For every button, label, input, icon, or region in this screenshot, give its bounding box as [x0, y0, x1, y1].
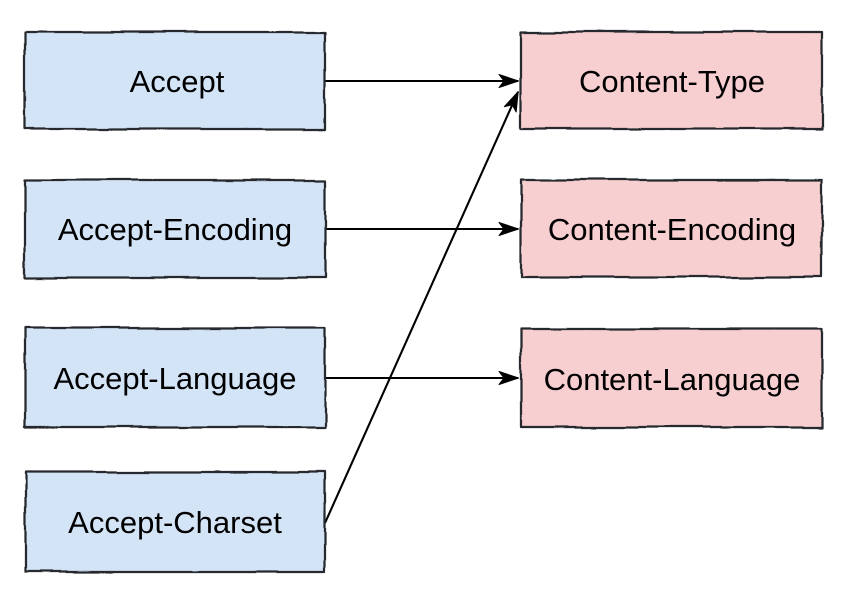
node-accept-charset-box [23, 470, 327, 574]
node-accept-charset-label: Accept-Charset [68, 505, 282, 540]
arrow-accept-charset-to-content-type [324, 91, 519, 524]
node-content-language: Content-Language [519, 327, 824, 429]
node-accept-label: Accept [130, 64, 225, 99]
node-accept-encoding-label: Accept-Encoding [58, 212, 292, 247]
node-content-type-box [519, 30, 824, 131]
node-content-language-box [519, 327, 824, 429]
node-content-type-label: Content-Type [579, 64, 765, 99]
node-content-language-label: Content-Language [544, 362, 801, 397]
node-accept-language-label: Accept-Language [53, 361, 296, 396]
node-content-encoding: Content-Encoding [519, 178, 824, 279]
node-accept-charset: Accept-Charset [23, 470, 327, 574]
node-accept-box [23, 30, 327, 131]
node-accept-language: Accept-Language [23, 326, 327, 429]
node-accept-encoding-box [23, 178, 327, 280]
edges [324, 74, 519, 524]
node-accept-encoding: Accept-Encoding [23, 178, 327, 280]
node-accept: Accept [23, 30, 327, 131]
node-content-encoding-box [519, 178, 824, 279]
node-content-encoding-label: Content-Encoding [548, 212, 796, 247]
node-accept-language-box [23, 326, 327, 429]
node-content-type: Content-Type [519, 30, 824, 131]
